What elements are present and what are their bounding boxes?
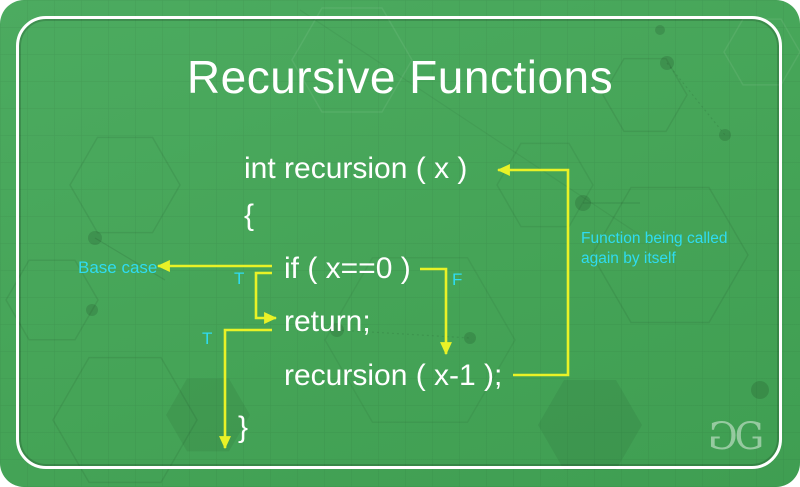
logo-glyph-mirrored-g: G <box>708 415 738 458</box>
false-label: F <box>452 270 463 289</box>
base-case-label: Base case <box>78 258 158 277</box>
page-title: Recursive Functions <box>186 51 614 103</box>
code-line-close-brace: } <box>238 411 249 444</box>
code-line-open-brace: { <box>244 199 255 232</box>
logo-glyph-g: G <box>734 415 765 458</box>
true-label-lower: T <box>202 329 213 348</box>
code-line-recursive-call: recursion ( x-1 ); <box>284 359 503 392</box>
true-label-upper: T <box>234 269 245 288</box>
geeksforgeeks-logo: G G <box>708 415 765 458</box>
recursion-note-label: Function being called again by itself <box>581 230 728 268</box>
code-line-return: return; <box>284 305 371 338</box>
code-line-function-signature: int recursion ( x ) <box>244 152 468 185</box>
code-line-if-condition: if ( x==0 ) <box>284 252 411 285</box>
